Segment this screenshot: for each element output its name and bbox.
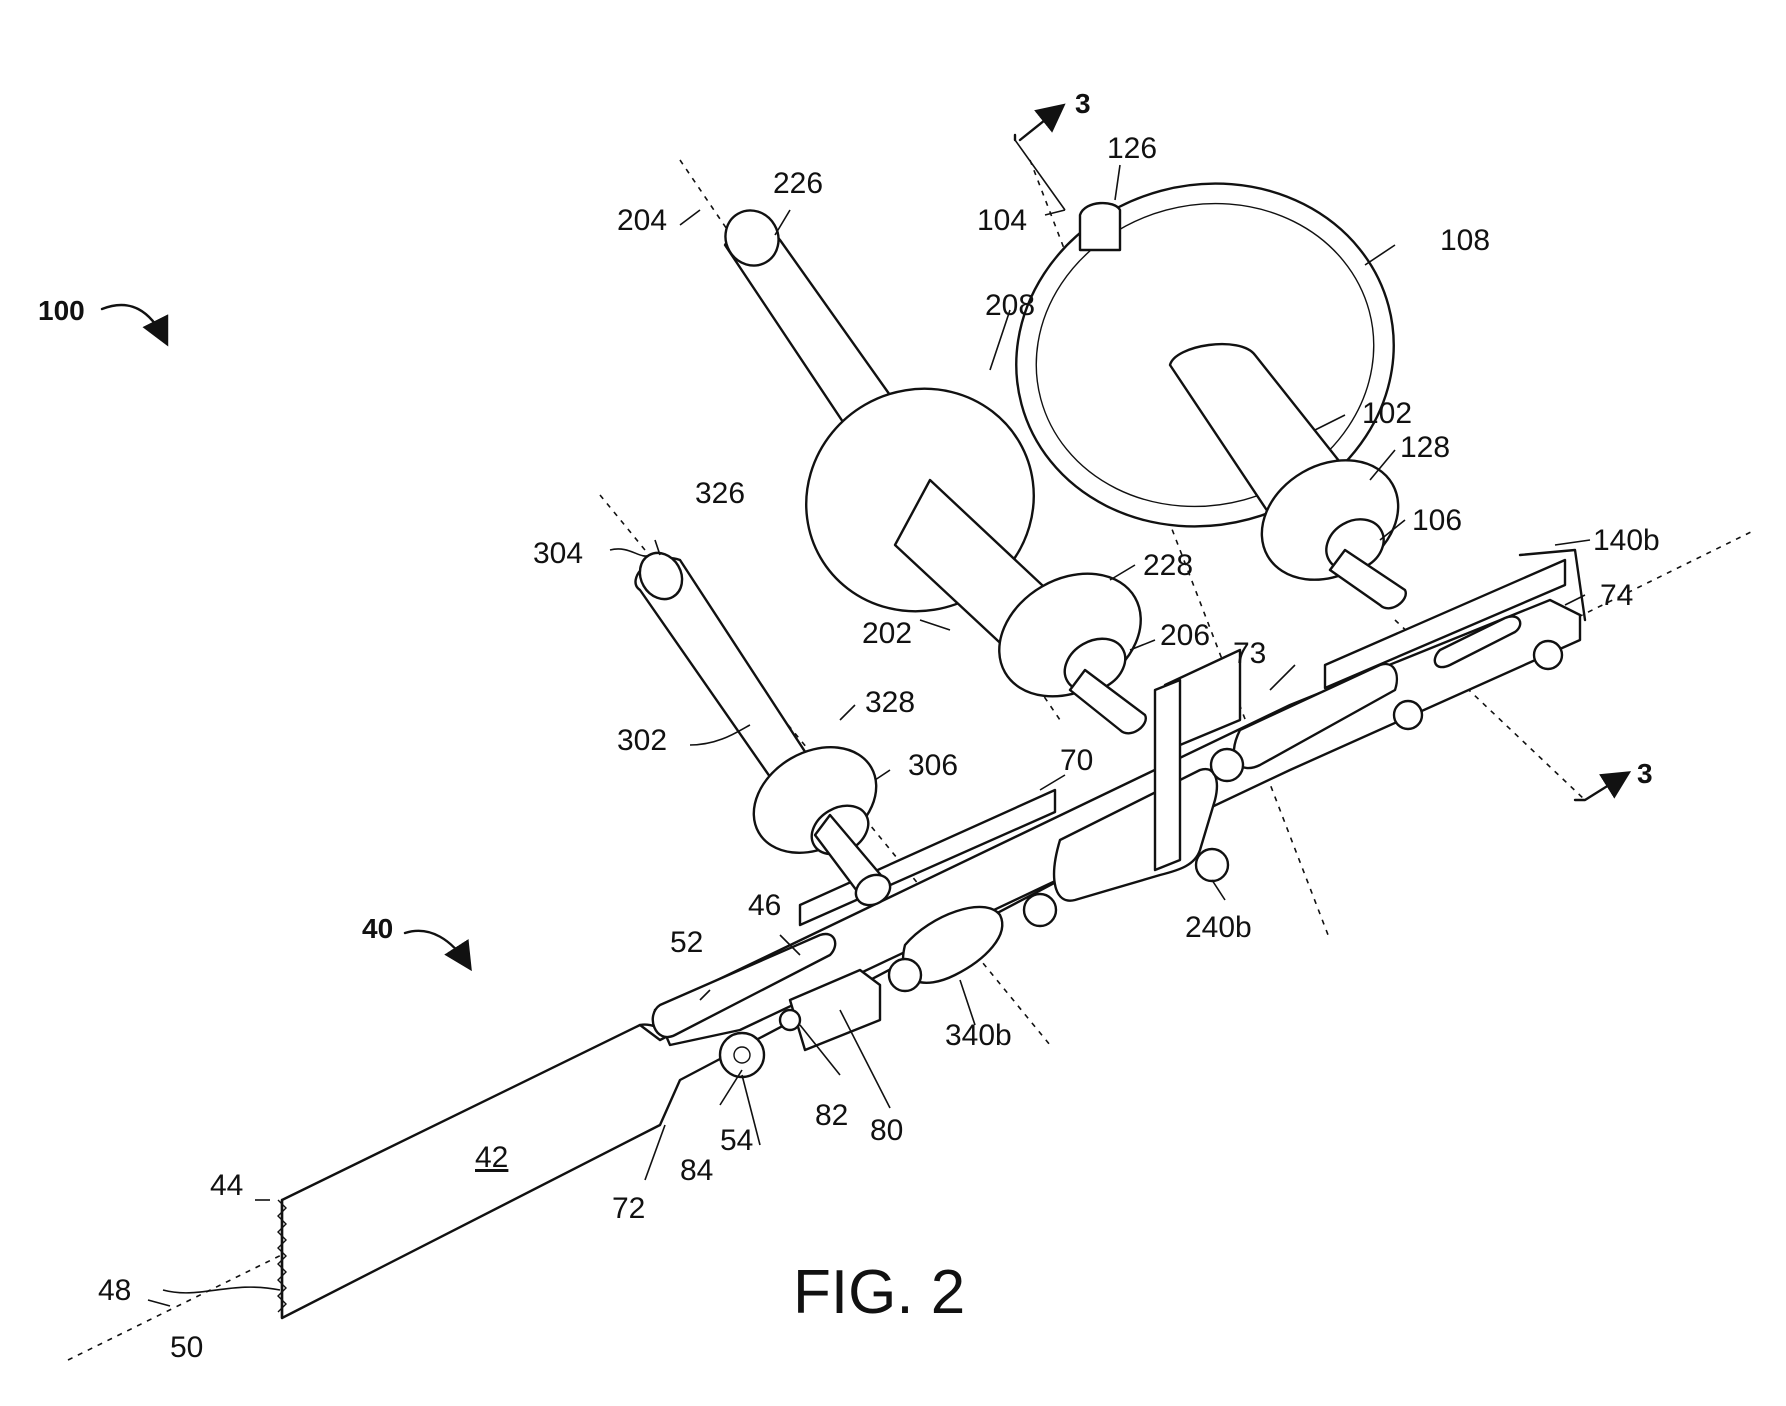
label-302: 302	[617, 724, 667, 757]
label-204: 204	[617, 204, 667, 237]
label-82: 82	[815, 1099, 848, 1132]
label-104: 104	[977, 204, 1027, 237]
label-42: 42	[475, 1141, 508, 1174]
label-73: 73	[1233, 637, 1266, 670]
label-48: 48	[98, 1274, 131, 1307]
label-80: 80	[870, 1114, 903, 1147]
frame	[653, 548, 1587, 1047]
label-102: 102	[1362, 397, 1412, 430]
labels: 100 40 3 3 48 44 50 42 72 84 54 82 80 52…	[38, 88, 1660, 1364]
label-46: 46	[748, 889, 781, 922]
shaft-102	[1015, 182, 1407, 610]
label-54: 54	[720, 1124, 753, 1157]
label-108: 108	[1440, 224, 1490, 257]
label-84: 84	[680, 1154, 713, 1187]
label-50: 50	[170, 1331, 203, 1364]
label-140b: 140b	[1593, 524, 1660, 557]
label-70: 70	[1060, 744, 1093, 777]
label-306: 306	[908, 749, 958, 782]
label-228: 228	[1143, 549, 1193, 582]
label-section-bottom: 3	[1637, 758, 1653, 789]
label-328: 328	[865, 686, 915, 719]
label-126: 126	[1107, 132, 1157, 165]
label-202: 202	[862, 617, 912, 650]
label-340b: 340b	[945, 1019, 1012, 1052]
label-128: 128	[1400, 431, 1450, 464]
label-100: 100	[38, 295, 85, 326]
label-72: 72	[612, 1192, 645, 1225]
label-74: 74	[1600, 579, 1633, 612]
label-40: 40	[362, 913, 393, 944]
lever-assembly	[651, 932, 882, 1079]
leader-lines	[147, 164, 1591, 1307]
label-304: 304	[533, 537, 583, 570]
figure-caption: FIG. 2	[793, 1258, 965, 1327]
label-208: 208	[985, 289, 1035, 322]
label-106: 106	[1412, 504, 1462, 537]
label-52: 52	[670, 926, 703, 959]
label-206: 206	[1160, 619, 1210, 652]
label-326: 326	[695, 477, 745, 510]
label-226: 226	[773, 167, 823, 200]
label-section-top: 3	[1075, 88, 1091, 119]
label-240b: 240b	[1185, 911, 1252, 944]
label-44: 44	[210, 1169, 243, 1202]
shaft-302	[634, 551, 892, 907]
reference-arrows	[100, 103, 1632, 972]
nuts	[887, 639, 1564, 993]
shaft-202	[723, 209, 1147, 735]
